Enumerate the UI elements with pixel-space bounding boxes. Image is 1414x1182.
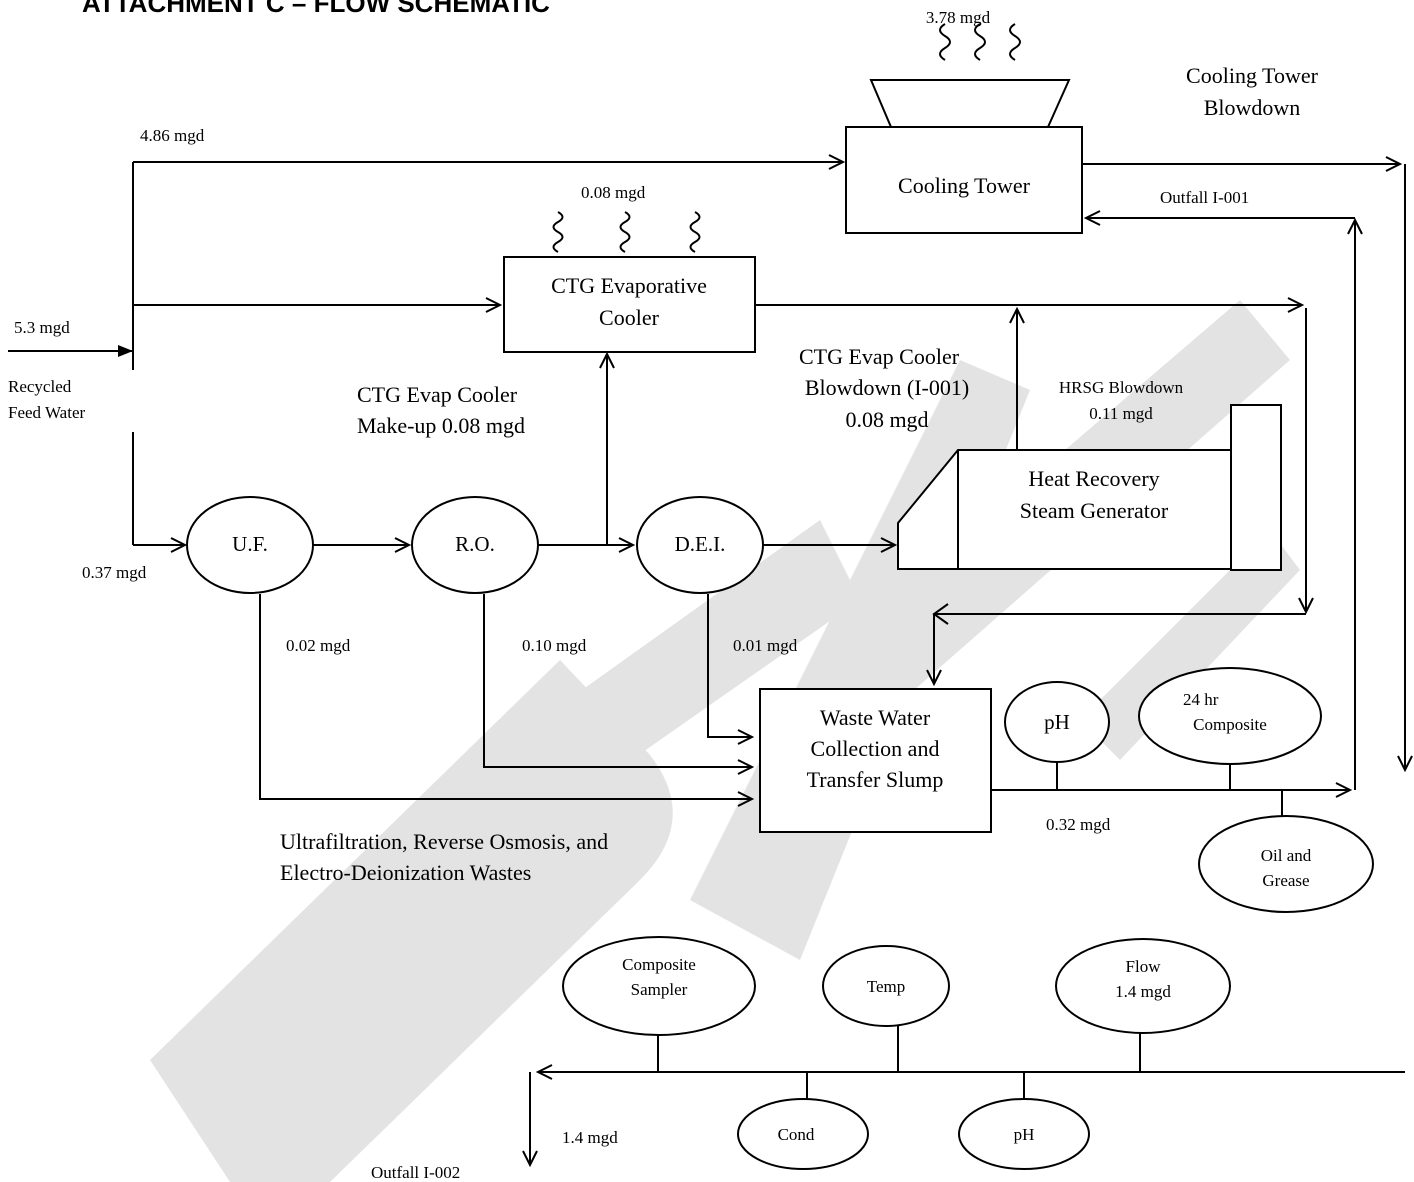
flow-to-ct: 4.86 mgd [140,126,205,145]
uf-waste-flow: 0.02 mgd [286,636,351,655]
outfall-i002-label: Outfall I-002 [371,1163,460,1182]
flow-meter [1055,938,1231,1034]
line-ro-waste [483,594,752,767]
ctg-cooler-box [503,256,756,353]
cond-sensor [737,1098,869,1170]
sampler-label-1: Composite [622,955,696,974]
ro-waste-flow: 0.10 mgd [522,636,587,655]
evap-ctg-flow: 0.08 mgd [581,183,646,202]
ro-label: R.O. [455,532,495,556]
ctg-blowdown-label-1: CTG Evap Cooler [799,344,960,369]
composite24-label-2: Composite [1193,715,1267,734]
ctg-cooler-label-1: CTG Evaporative [551,273,707,298]
dei-waste-flow: 0.01 mgd [733,636,798,655]
flow-to-uf: 0.37 mgd [82,563,147,582]
dei-label: D.E.I. [675,532,726,556]
ph2-label: pH [1014,1125,1035,1144]
ct-blowdown-label-1: Cooling Tower [1186,63,1319,88]
hrsg-label-1: Heat Recovery [1028,466,1159,491]
waste-water-box [759,688,992,833]
ph-sensor-2 [958,1098,1090,1170]
cooling-tower-fan [869,23,1071,128]
flow-label-2: 1.4 mgd [1115,982,1171,1001]
hrsg-box [897,449,1233,570]
composite-24hr [1138,667,1322,765]
line-dei-waste [707,594,752,737]
temp-label: Temp [867,977,905,996]
ctg-blowdown-label-3: 0.08 mgd [845,407,928,432]
makeup-label-1: CTG Evap Cooler [357,382,518,407]
composite24-label-1: 24 hr [1183,690,1219,709]
waste-water-label-2: Collection and [811,736,940,761]
final-flow-label: 1.4 mgd [562,1128,618,1147]
ph1-label: pH [1044,710,1070,734]
feed-water-label-2: Feed Water [8,403,85,422]
uf-label: U.F. [232,532,268,556]
flow-label-1: Flow [1126,957,1162,976]
temp-sensor [822,945,950,1027]
line-uf-waste [259,594,752,799]
ctg-blowdown-label-2: Blowdown (I-001) [805,375,969,400]
oil-grease-label-2: Grease [1262,871,1309,890]
feed-flow-label: 5.3 mgd [14,318,70,337]
waste-water-label-1: Waste Water [820,705,931,730]
draft-watermark [150,300,1300,1182]
wastes-label-2: Electro-Deionization Wastes [280,860,531,885]
cond-label: Cond [778,1125,815,1144]
oil-grease-label-1: Oil and [1261,846,1312,865]
composite-sampler [562,936,756,1036]
page-title: ATTACHMENT C – FLOW SCHEMATIC [82,0,550,18]
ph-sensor-1 [1004,681,1110,763]
makeup-label-2: Make-up 0.08 mgd [357,413,525,438]
ctg-cooler-label-2: Cooler [599,305,660,330]
ct-blowdown-label-2: Blowdown [1204,95,1301,120]
ww-out-flow: 0.32 mgd [1046,815,1111,834]
cooling-tower-label: Cooling Tower [898,173,1031,198]
wastes-label-1: Ultrafiltration, Reverse Osmosis, and [280,829,608,854]
hrsg-blowdown-label-1: HRSG Blowdown [1059,378,1184,397]
hrsg-stack [1230,404,1282,571]
outfall-i001-label: Outfall I-001 [1160,188,1249,207]
oil-grease-sampler [1198,815,1374,913]
feed-water-label-1: Recycled [8,377,72,396]
evap-tower-flow: 3.78 mgd [926,8,991,27]
cooling-tower-box [845,126,1083,234]
waste-water-label-3: Transfer Slump [807,767,944,792]
hrsg-blowdown-label-2: 0.11 mgd [1089,404,1153,423]
sampler-label-2: Sampler [631,980,688,999]
collector-arrowhead [932,603,949,625]
ctg-steam-icon [552,211,701,253]
hrsg-label-2: Steam Generator [1020,498,1169,523]
feed-label-gap [126,370,140,432]
